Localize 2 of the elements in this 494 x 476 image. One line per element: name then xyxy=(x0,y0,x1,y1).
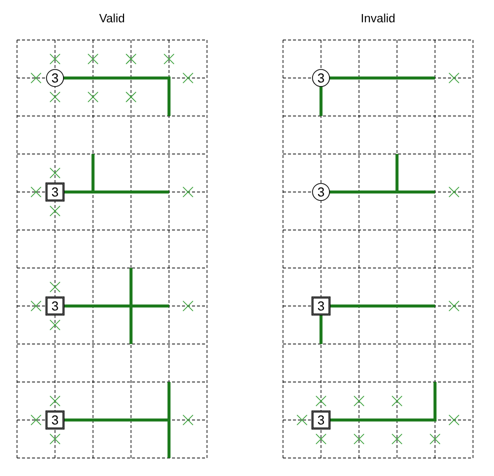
heading: Valid xyxy=(99,14,124,22)
heading: Invalid xyxy=(362,14,394,22)
